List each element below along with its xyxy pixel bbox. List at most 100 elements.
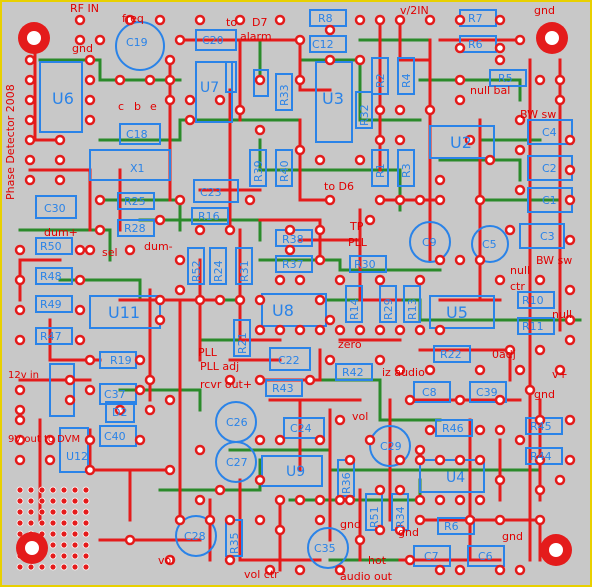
pad bbox=[24, 74, 36, 86]
pad bbox=[514, 184, 526, 196]
pad bbox=[554, 74, 566, 86]
perf-hole bbox=[27, 519, 35, 527]
pad bbox=[354, 14, 366, 26]
pad bbox=[74, 244, 86, 256]
pad bbox=[334, 494, 346, 506]
pad bbox=[474, 254, 486, 266]
label-alarm: alarm bbox=[240, 30, 272, 43]
pad bbox=[84, 94, 96, 106]
pad bbox=[14, 384, 26, 396]
ref-R53: R52 bbox=[190, 260, 203, 282]
ref-R22: R22 bbox=[440, 348, 462, 361]
ref-U8: U8 bbox=[272, 301, 294, 320]
pad bbox=[314, 224, 326, 236]
pad bbox=[54, 154, 66, 166]
label-tp: TP bbox=[349, 220, 364, 233]
ref-R33: R33 bbox=[278, 84, 291, 106]
label-rf-in: RF IN bbox=[70, 2, 99, 15]
pad bbox=[564, 334, 576, 346]
label-bw-sw: BW sw bbox=[520, 108, 556, 121]
mount-hole-bl bbox=[16, 532, 48, 564]
perf-hole bbox=[71, 552, 79, 560]
pad bbox=[294, 74, 306, 86]
pad bbox=[144, 74, 156, 86]
pad bbox=[554, 364, 566, 376]
pad bbox=[264, 564, 276, 576]
ref-R48: R48 bbox=[40, 270, 62, 283]
ref-C8: C8 bbox=[422, 386, 437, 399]
perf-hole bbox=[27, 497, 35, 505]
ref-C18: C18 bbox=[126, 128, 148, 141]
ref-R46: R46 bbox=[442, 422, 464, 435]
ref-R38: R38 bbox=[282, 233, 304, 246]
pad bbox=[394, 364, 406, 376]
label-gnd-bottom: gnd bbox=[502, 530, 523, 543]
ref-R19: R19 bbox=[110, 354, 132, 367]
pad bbox=[514, 364, 526, 376]
ref-R47: R47 bbox=[40, 330, 62, 343]
pad bbox=[364, 434, 376, 446]
ref-R40: R40 bbox=[278, 160, 291, 182]
label-e-tp: e bbox=[150, 100, 157, 113]
label-null-bal: null bal bbox=[470, 84, 510, 97]
pad bbox=[124, 244, 136, 256]
pad bbox=[274, 14, 286, 26]
pad bbox=[274, 494, 286, 506]
pad bbox=[134, 434, 146, 446]
label-audio-out: audio out bbox=[340, 570, 393, 583]
pad bbox=[124, 14, 136, 26]
pad bbox=[114, 74, 126, 86]
pad bbox=[214, 484, 226, 496]
pad bbox=[164, 464, 176, 476]
label-zeroadj: 0adj bbox=[492, 348, 516, 361]
label-pll-adj: PLL adj bbox=[200, 360, 239, 373]
perf-hole bbox=[60, 508, 68, 516]
label-hot: hot bbox=[368, 554, 387, 567]
pad bbox=[474, 364, 486, 376]
pad bbox=[134, 354, 146, 366]
pad bbox=[514, 434, 526, 446]
pad bbox=[164, 394, 176, 406]
pad bbox=[564, 454, 576, 466]
pad bbox=[24, 94, 36, 106]
pad bbox=[374, 354, 386, 366]
ref-R25: R25 bbox=[124, 195, 146, 208]
pad bbox=[274, 274, 286, 286]
pad bbox=[344, 494, 356, 506]
pad bbox=[74, 274, 86, 286]
perf-hole bbox=[16, 563, 24, 571]
ref-R35: R35 bbox=[228, 532, 241, 554]
pad bbox=[494, 54, 506, 66]
label-dum-plus: dum+ bbox=[44, 226, 78, 239]
pad bbox=[374, 524, 386, 536]
ref-C1: C1 bbox=[542, 194, 557, 207]
ref-R44: R44 bbox=[530, 450, 552, 463]
ref-C6: C6 bbox=[478, 550, 493, 563]
pad bbox=[114, 404, 126, 416]
ref-U9: U9 bbox=[286, 464, 305, 480]
perf-hole bbox=[60, 552, 68, 560]
pad bbox=[374, 104, 386, 116]
pad bbox=[394, 14, 406, 26]
label-sel: sel bbox=[102, 246, 118, 259]
pad bbox=[294, 494, 306, 506]
pad bbox=[534, 344, 546, 356]
perf-hole bbox=[82, 497, 90, 505]
pad bbox=[304, 374, 316, 386]
ref-R6: R6 bbox=[468, 38, 483, 51]
ref-C26: C26 bbox=[226, 416, 248, 429]
pad bbox=[494, 274, 506, 286]
ref-R42: R42 bbox=[342, 366, 364, 379]
pad bbox=[214, 294, 226, 306]
pad bbox=[294, 34, 306, 46]
pad bbox=[514, 144, 526, 156]
perf-hole bbox=[16, 519, 24, 527]
pad bbox=[564, 164, 576, 176]
pad bbox=[194, 494, 206, 506]
pad bbox=[84, 464, 96, 476]
perf-hole bbox=[27, 486, 35, 494]
pad bbox=[454, 394, 466, 406]
pad bbox=[454, 42, 466, 54]
ref-C39: C39 bbox=[476, 386, 498, 399]
label-pll: PLL bbox=[348, 236, 368, 249]
